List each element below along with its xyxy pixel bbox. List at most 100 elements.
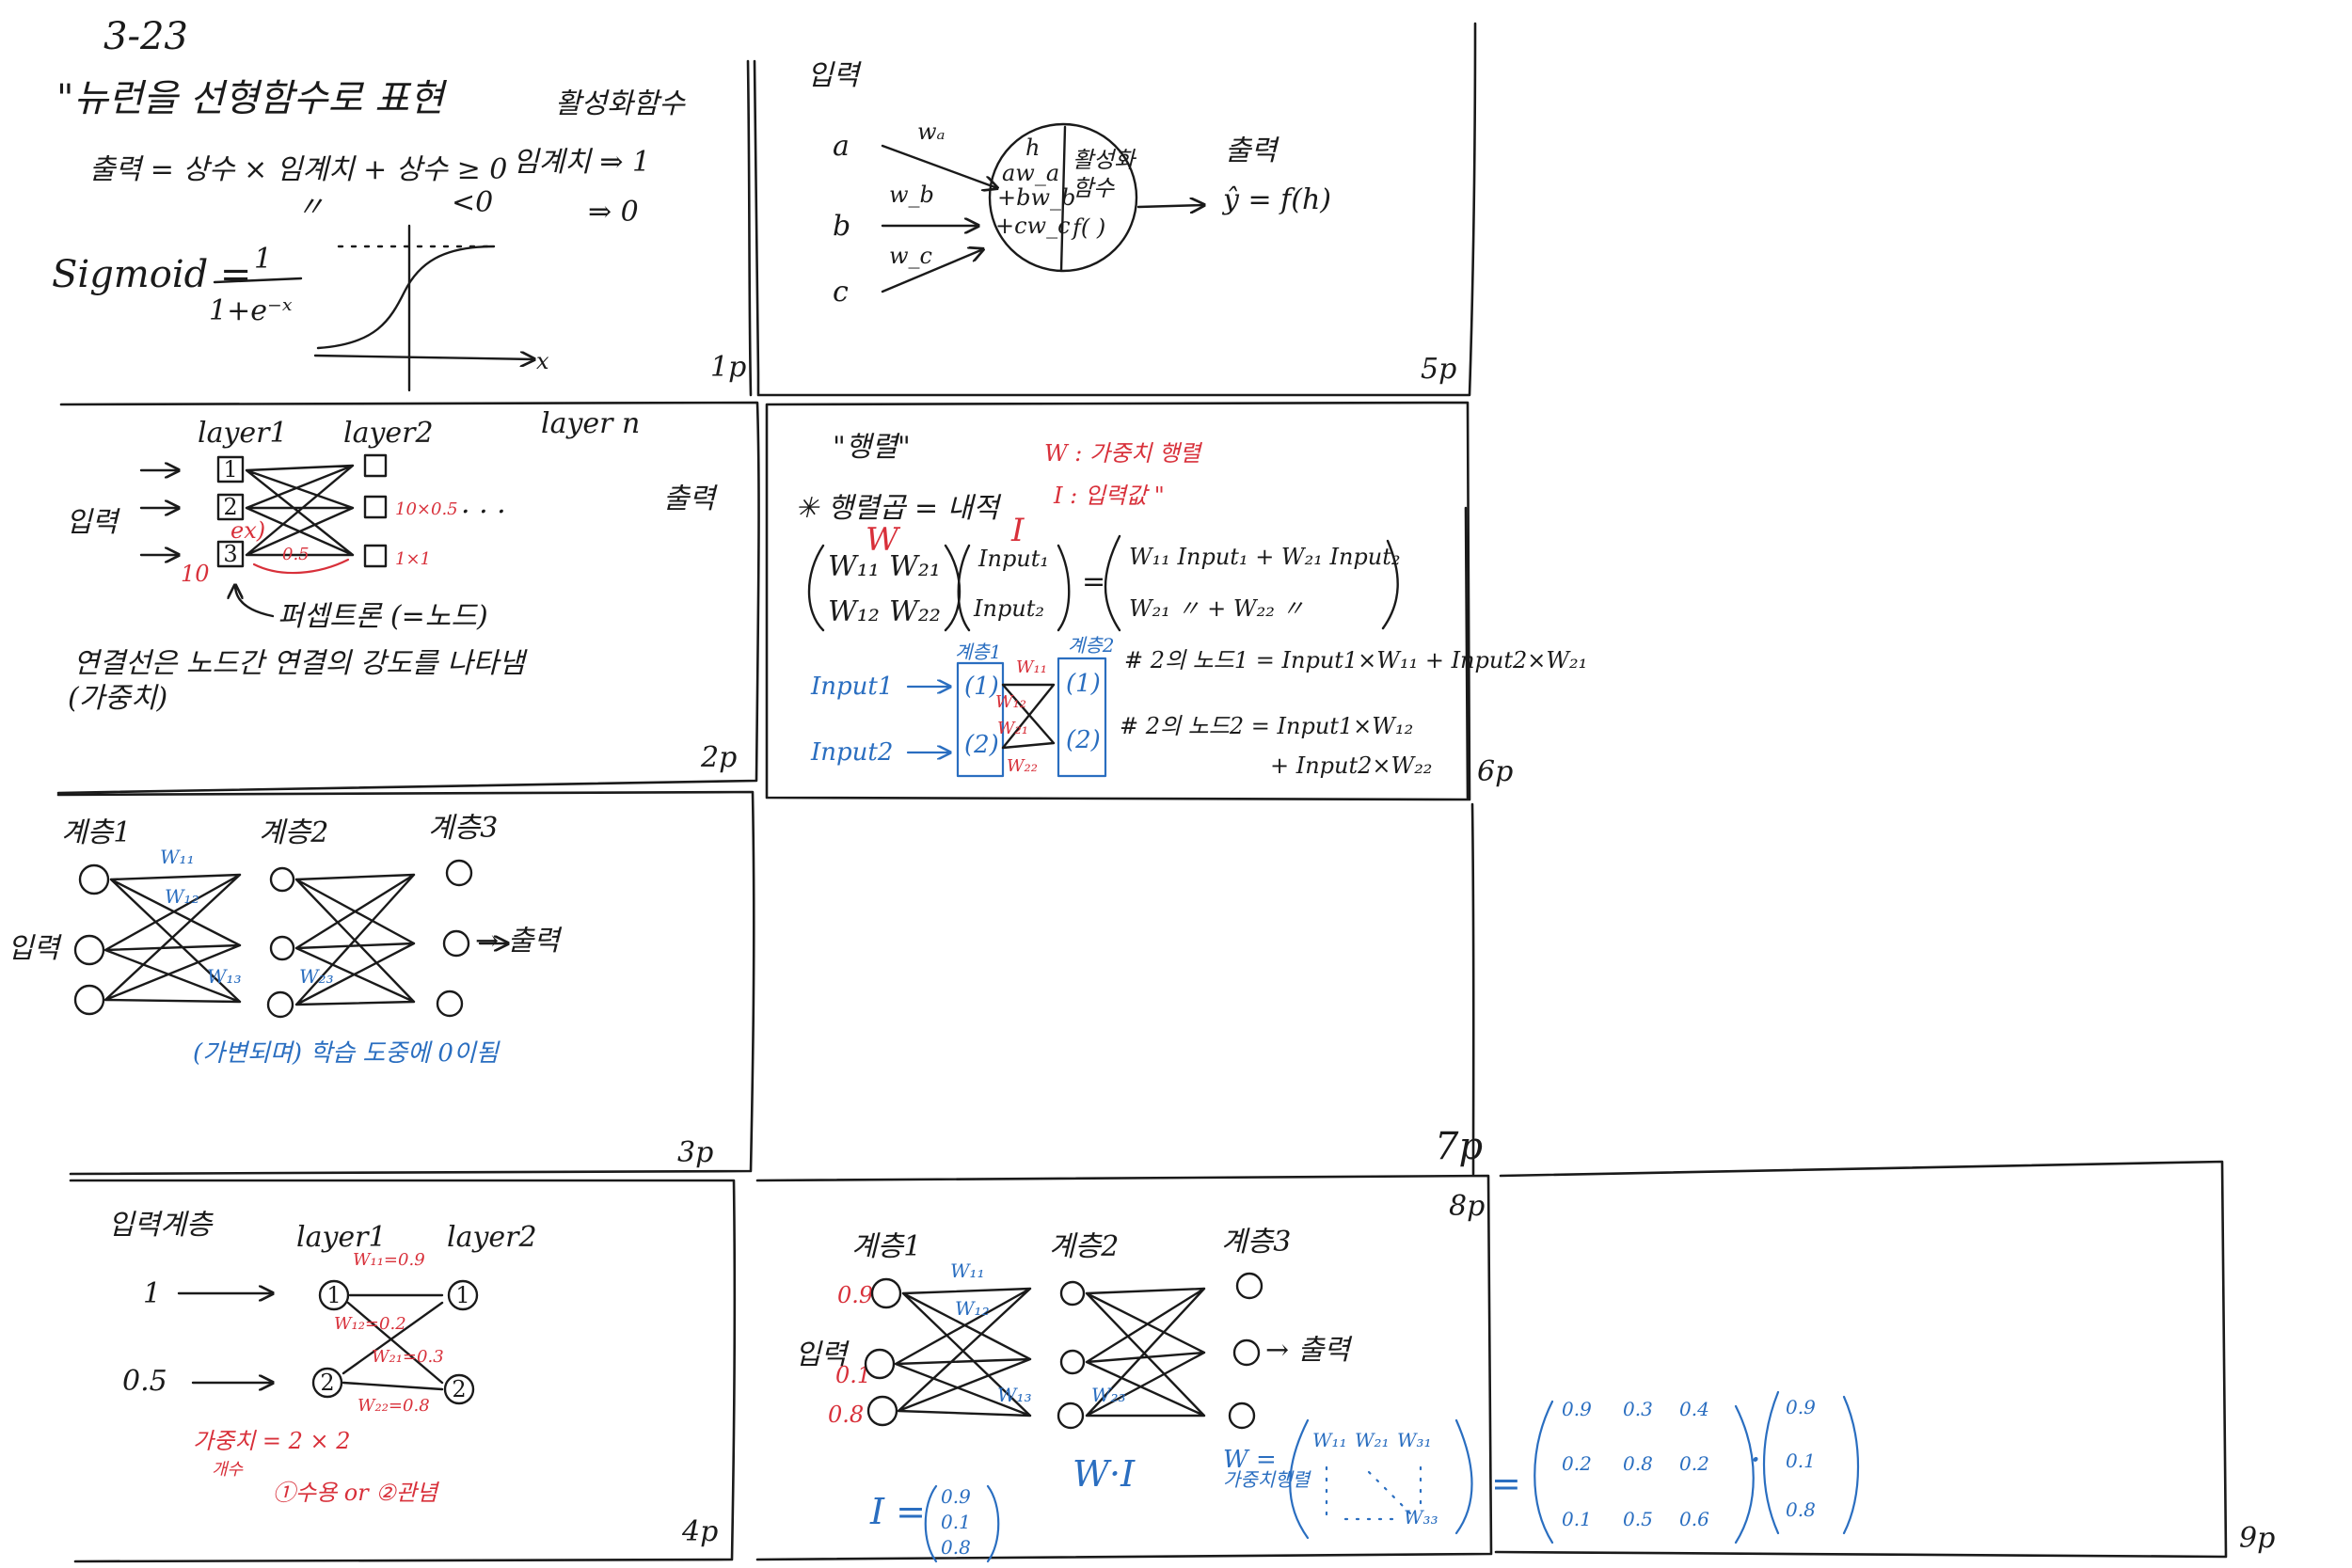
panel6-imatrix-right: [1057, 544, 1071, 632]
sigmoid-axis-x-label: x: [536, 348, 549, 374]
panel2-node-1: [216, 455, 245, 483]
panel8-I-value-2: 0.1: [941, 1511, 971, 1533]
panel4-layer-1: layer1: [296, 1221, 387, 1254]
sigmoid-denominator: 1+e⁻ˣ: [209, 294, 293, 327]
panel8-l2-node-2: [1059, 1349, 1086, 1375]
panel5-output-arrow: [1136, 205, 1204, 207]
panel6-weight-w11: W₁₁: [1016, 657, 1047, 677]
panel6-legend-w: W : 가중치 행렬: [1044, 440, 1203, 467]
panel5-weight-b: w_b: [889, 182, 934, 208]
panel9-m-1-2: 0.2: [1679, 1452, 1709, 1475]
frame-panel-7: [1470, 802, 1475, 1176]
panel6-w12: W₁₂: [828, 595, 880, 628]
panel3-weight-w12: W₁₂: [165, 885, 199, 908]
panel2-l2-node-2: [363, 495, 388, 519]
panel5-weight-a: wₐ: [917, 119, 946, 145]
frame-panel-8: [755, 1174, 1493, 1561]
panel3-l2-node-1: [269, 866, 295, 893]
frame-panel-9: [1494, 1160, 2228, 1559]
panel8-weight-w13: W₁₃: [997, 1384, 1032, 1406]
panel5-arrow-c: [881, 249, 983, 293]
panel9-page: 9p: [2239, 1522, 2275, 1555]
panel8-W-bracket-right: [1454, 1418, 1473, 1535]
panel9-m-2-0: 0.1: [1562, 1508, 1592, 1530]
panel5-sum-line-2: +bw_b: [997, 184, 1075, 211]
panel6-heading: "행렬": [833, 431, 911, 464]
frame-panel-5: [753, 22, 1477, 397]
panel2-layer-n: layer n: [541, 407, 640, 440]
panel3-weight-w11: W₁₁: [160, 846, 195, 868]
panel8-page: 8p: [1449, 1190, 1485, 1223]
panel6-layer1-box: [956, 661, 1005, 778]
frame-panel-4: [69, 1179, 737, 1563]
panel5-output-label: 출력: [1225, 135, 1280, 167]
panel8-layer-1: 계층1: [851, 1230, 921, 1263]
panel8-connections-2-3: [1085, 1287, 1206, 1418]
panel6-layer2-box: [1057, 657, 1107, 778]
panel3-note: (가변되며) 학습 도중에 0이됨: [193, 1039, 501, 1068]
panel3-page: 3p: [677, 1136, 713, 1169]
panel8-input-label: 입력: [795, 1338, 850, 1371]
panel6-w22: W₂₂: [889, 595, 941, 628]
panel-9: 0.9 0.3 0.4 0.2 0.8 0.2 0.1 0.5 0.6 · 0.…: [1449, 1190, 2275, 1555]
panel6-layer-2: 계층2: [1068, 634, 1115, 657]
panel2-ex-arrow: [252, 558, 350, 575]
panel8-I-value-3: 0.8: [941, 1536, 971, 1559]
panel6-note-1: # 2의 노드1 = Input1×W₁₁ + Input2×W₂₁: [1124, 647, 1587, 673]
panel9-matrix-bracket-left: [1534, 1400, 1554, 1544]
panel2-input-label: 입력: [66, 506, 121, 539]
panel2-page: 2p: [700, 741, 737, 774]
panel5-input-a: a: [833, 130, 850, 163]
panel2-ex-value: 10: [181, 561, 210, 587]
frame-panel-6: [765, 401, 1471, 801]
panel9-dot: ·: [1750, 1439, 1761, 1481]
panel3-layer-3: 계층3: [428, 812, 498, 845]
panel2-node-3-label: 3: [223, 541, 237, 567]
panel8-output-label: → 출력: [1265, 1334, 1353, 1367]
panel4-note-2: ①수용 or ②관념: [273, 1480, 440, 1506]
panel1-activation-label: 활성화함수: [555, 87, 686, 120]
panel-6: "행렬" W : 가중치 행렬 I : 입력값 " ✳ 행렬곱 = 내적 W I…: [795, 431, 1587, 788]
panel9-m-2-2: 0.6: [1679, 1508, 1709, 1530]
panel9-m-2-1: 0.5: [1623, 1508, 1653, 1530]
panel8-W-w11: W₁₁: [1312, 1429, 1347, 1451]
panel8-WI: W·I: [1073, 1453, 1136, 1495]
panel1-heading: "뉴런을 선형함수로 표현: [56, 77, 448, 120]
panel6-l2-node-1: (1): [1066, 670, 1101, 698]
panel1-page: 1p: [710, 351, 746, 384]
panel2-layer-2: layer2: [343, 417, 434, 450]
panel8-layer-3: 계층3: [1221, 1226, 1291, 1259]
panel3-l2-node-2: [269, 935, 295, 961]
panel4-l1-node-2-label: 2: [320, 1370, 334, 1396]
panel1-ditto: 〃: [296, 191, 325, 224]
panel9-vector-bracket-right: [1842, 1395, 1860, 1535]
panel5-input-label: 입력: [807, 59, 863, 92]
panel2-l2-label-2: 1×1: [395, 549, 431, 569]
panel8-l1-node-3: [866, 1395, 898, 1427]
panel4-l2-node-2-label: 2: [452, 1376, 466, 1402]
panel2-connections: [245, 464, 355, 557]
panel3-connections-2-3: [294, 873, 416, 1006]
panel-3: 계층1 계층2 계층3 입력 → 출력 W₁₁ W₁₂ W₁₃ W₂₃ (가변되…: [8, 812, 713, 1169]
panel6-weight-w21: W₂₁: [997, 719, 1028, 738]
panel9-vector-bracket-left: [1762, 1390, 1780, 1535]
panel3-l2-node-3: [266, 990, 294, 1019]
panel6-input2-label: Input2: [810, 738, 893, 767]
panel5-output-formula: ŷ = f(h): [1221, 183, 1331, 216]
panel6-result-row-1: W₁₁ Input₁ + W₂₁ Input₂: [1129, 544, 1401, 570]
panel5-page: 5p: [1421, 353, 1456, 386]
panel6-W-label: W: [866, 521, 901, 559]
panel2-l2-node-3: [363, 544, 388, 568]
panel8-node-value-3: 0.8: [828, 1402, 864, 1428]
panel5-act-line-1: 활성화: [1073, 147, 1136, 173]
panel9-v-0: 0.9: [1786, 1396, 1816, 1418]
panel2-node-1-label: 1: [223, 456, 237, 483]
panel2-node-2-label: 2: [223, 494, 237, 520]
panel9-m-1-1: 0.8: [1623, 1452, 1653, 1475]
panel6-input-2: Input₂: [973, 595, 1044, 622]
panel6-input-1: Input₁: [977, 546, 1049, 572]
panel3-l1-node-2: [73, 934, 105, 966]
panel-4: 입력계층 layer1 layer2 1 0.5 1 2 1 2 W₁₁=0.9…: [108, 1209, 718, 1548]
panel5-input-c: c: [833, 276, 849, 309]
